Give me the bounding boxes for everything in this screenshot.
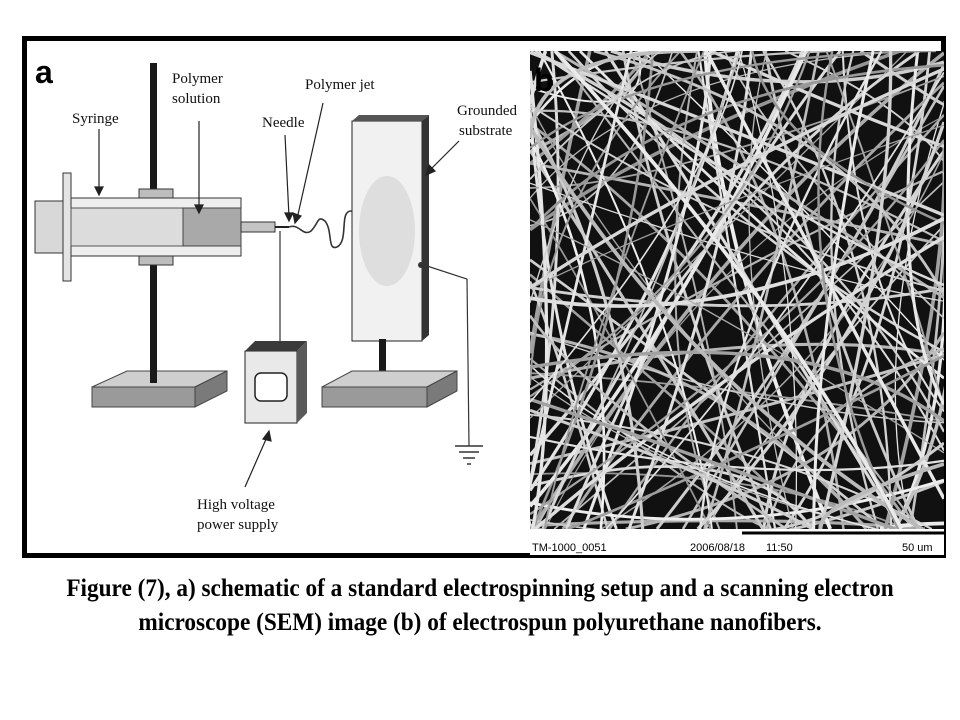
- label-needle: Needle: [262, 115, 305, 131]
- nanofiber: [530, 51, 811, 398]
- nanofiber: [530, 51, 560, 485]
- label-arrows: [94, 102, 460, 488]
- nanofiber: [530, 51, 739, 180]
- nanofiber: [748, 51, 794, 530]
- nanofiber: [544, 115, 944, 530]
- grounded-substrate: [321, 115, 458, 408]
- nanofiber: [601, 152, 944, 530]
- power-supply: [244, 231, 307, 424]
- nanofiber: [543, 51, 705, 530]
- scale-bar-label: 50 um: [902, 542, 933, 554]
- nanofiber: [530, 216, 944, 308]
- nanofiber: [812, 51, 875, 530]
- nanofiber: [530, 198, 712, 530]
- ground-wire: [423, 264, 483, 465]
- nanofiber: [530, 435, 944, 472]
- nanofiber: [530, 51, 743, 403]
- nanofiber: [553, 51, 904, 530]
- nanofiber: [567, 354, 944, 531]
- syringe: [34, 172, 276, 282]
- label-high-voltage-1: High voltage: [197, 497, 275, 513]
- nanofiber: [530, 478, 944, 521]
- nanofiber: [530, 219, 944, 454]
- nanofiber: [697, 51, 777, 530]
- nanofiber: [530, 67, 944, 290]
- label-grounded-1: Grounded: [457, 103, 517, 119]
- caption-line-2: microscope (SEM) image (b) of electrospu…: [138, 609, 822, 636]
- nanofiber: [750, 51, 944, 225]
- sem-image-panel: b TM-1000_0051 2006/08/18 11:50 50 um: [530, 51, 944, 555]
- label-polymer-solution-2: solution: [172, 91, 221, 107]
- nanofiber: [530, 124, 944, 290]
- panel-letter-a: a: [35, 54, 53, 90]
- nanofiber: [696, 121, 944, 531]
- nanofiber: [737, 51, 798, 530]
- sem-id: TM-1000_0051: [532, 542, 607, 554]
- nanofiber: [530, 350, 944, 423]
- caption-line-1: Figure (7), a) schematic of a standard e…: [66, 575, 894, 602]
- nanofiber: [605, 71, 944, 530]
- electrospinning-schematic: a: [34, 54, 517, 533]
- nanofiber: [906, 51, 944, 406]
- label-syringe: Syringe: [72, 111, 119, 127]
- nanofiber: [530, 51, 912, 199]
- label-polymer-solution-1: Polymer: [172, 71, 223, 87]
- nanofiber: [530, 104, 944, 292]
- nanofiber: [530, 51, 682, 386]
- figure-frame: a: [22, 36, 946, 558]
- nanofiber: [530, 182, 944, 302]
- nanofiber: [818, 462, 944, 530]
- sem-time: 11:50: [766, 542, 793, 554]
- nanofiber: [699, 51, 883, 530]
- nanofiber: [593, 51, 944, 296]
- nanofiber: [530, 126, 924, 531]
- panel-letter-b: b: [534, 62, 554, 98]
- sem-date: 2006/08/18: [690, 542, 745, 554]
- nanofiber: [535, 51, 944, 287]
- nanofiber: [530, 314, 788, 531]
- label-polymer-jet: Polymer jet: [305, 77, 375, 93]
- nanofiber: [627, 51, 753, 530]
- nanofiber: [762, 149, 944, 530]
- figure-caption: Figure (7), a) schematic of a standard e…: [34, 572, 927, 640]
- nanofiber: [530, 51, 662, 303]
- label-grounded-2: substrate: [459, 123, 513, 139]
- nanofiber: [681, 85, 944, 530]
- nanofiber: [534, 51, 944, 433]
- label-high-voltage-2: power supply: [197, 517, 279, 533]
- nanofiber: [704, 51, 944, 500]
- nanofiber: [817, 51, 900, 530]
- nanofiber: [818, 51, 893, 530]
- nanofiber: [530, 51, 808, 508]
- nanofiber: [762, 51, 893, 530]
- nanofiber: [530, 408, 814, 531]
